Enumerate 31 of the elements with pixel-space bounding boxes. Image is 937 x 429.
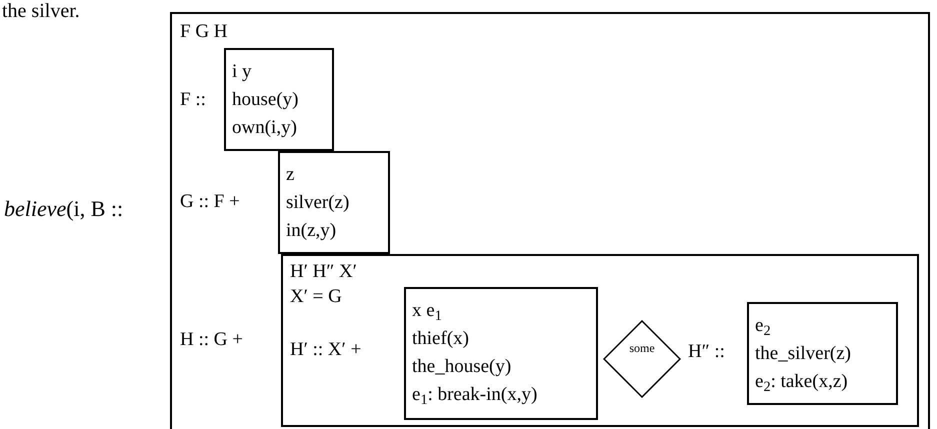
drs-condition: e$_{2}$: take(x,z) [755,370,849,396]
predicate-label: believe(i, B :: [4,196,124,222]
drs-condition: H :: G + [180,328,243,352]
drs-condition: G :: F + [180,190,240,214]
drs-condition: F G H [180,20,228,44]
drs-box [747,302,898,405]
drs-box [404,287,598,420]
drs-box [281,254,919,427]
drs-condition: in(z,y) [286,219,338,243]
drs-box [224,48,334,151]
drs-condition: F :: [180,88,206,112]
drs-condition: z [286,163,296,187]
text-fragment: the silver. [2,0,80,22]
drs-condition: thief(x) [412,327,470,351]
drs-condition: X′ = G [290,285,342,309]
drs-condition: the_silver(z) [755,342,852,366]
drs-condition: silver(z) [286,191,350,215]
drs-condition: x e$_{1}$ [412,299,443,325]
drs-condition: i y [232,60,253,84]
drs-condition: e$_{2}$ [755,314,772,340]
drs-condition: H″ :: [688,340,725,364]
drs-condition: e$_{1}$: break-in(x,y) [412,383,538,409]
drs-condition: H′ :: X′ + [290,338,362,362]
drs-condition: house(y) [232,88,298,112]
drs-box [278,151,390,254]
diamond-label: some [629,342,655,354]
drs-condition: the_house(y) [412,355,512,379]
drs-box [170,12,930,429]
drs-condition: own(i,y) [232,116,298,140]
drs-condition: H′ H″ X′ [290,260,357,284]
diamond-node [603,320,681,398]
